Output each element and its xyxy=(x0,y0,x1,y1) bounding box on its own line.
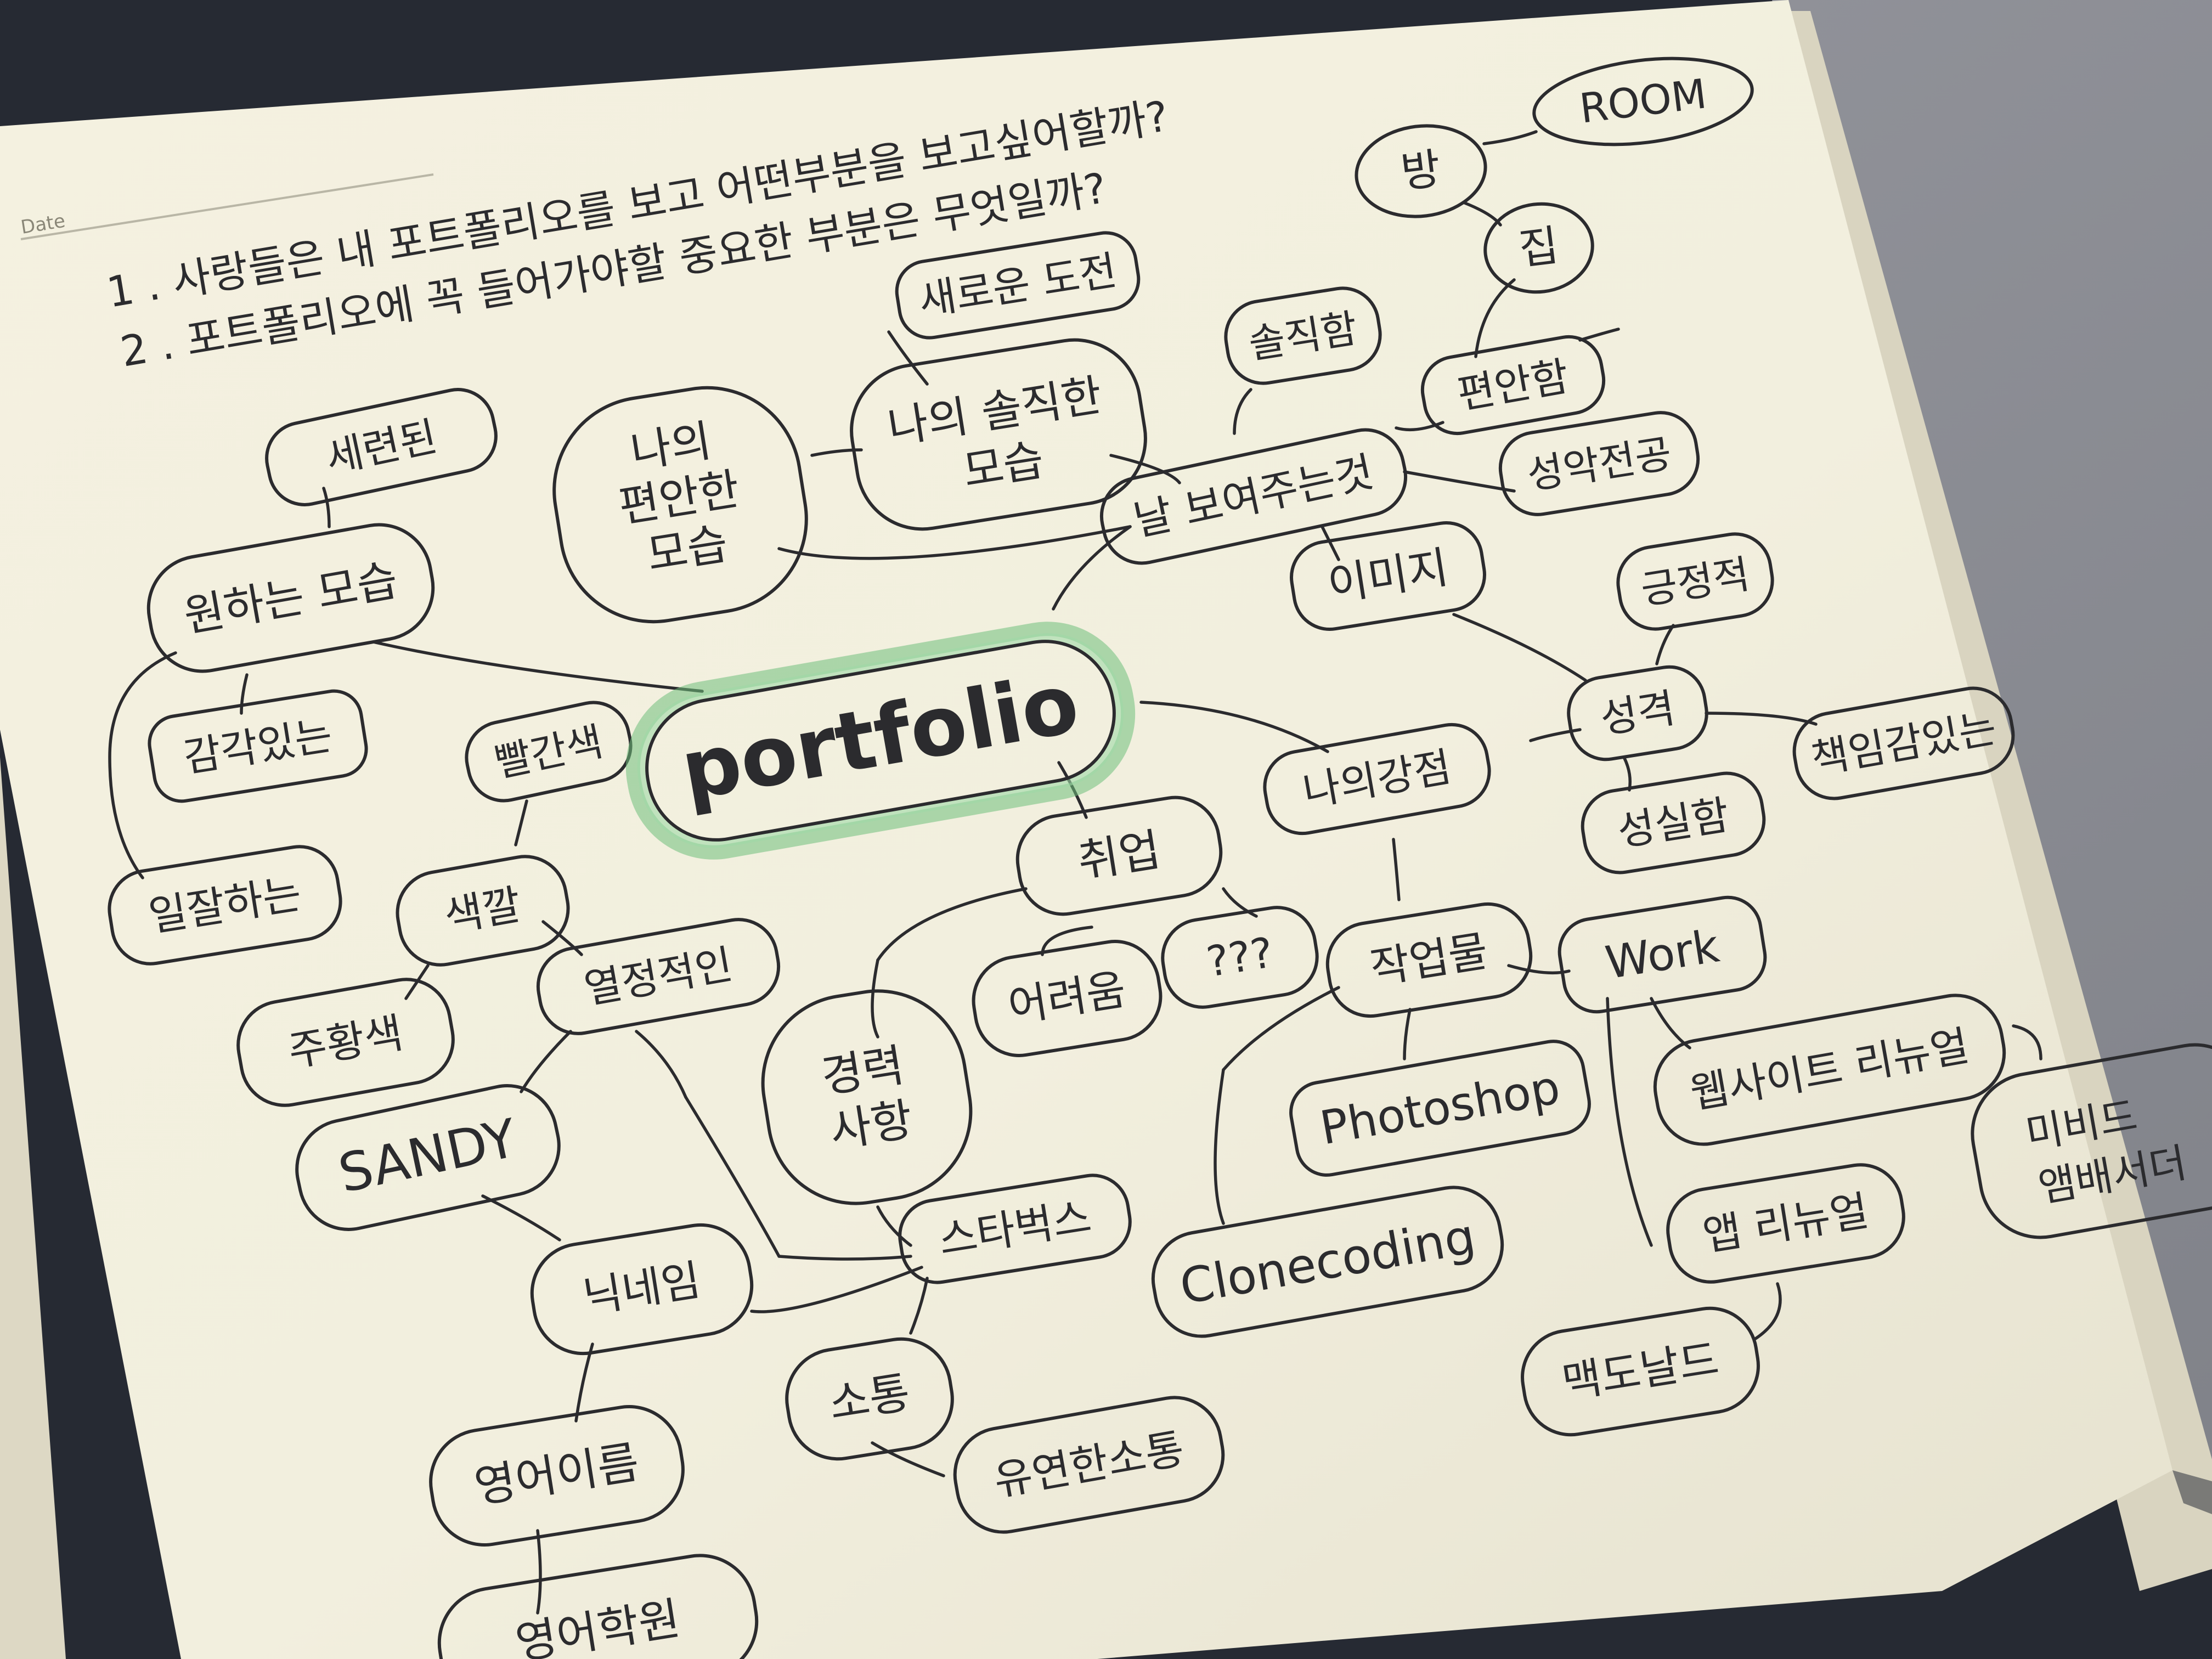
bubble-career: 경력 사항 xyxy=(761,989,973,1205)
left-page xyxy=(0,757,66,1659)
bubble-personality: 성격 xyxy=(1567,665,1708,761)
svg-text:모습: 모습 xyxy=(960,434,1047,497)
svg-text:경력: 경력 xyxy=(818,1039,908,1103)
svg-text:???: ??? xyxy=(1203,928,1276,986)
svg-text:모습: 모습 xyxy=(644,518,731,581)
date-rule xyxy=(20,173,434,240)
svg-text:방: 방 xyxy=(1398,144,1443,198)
page-shadow xyxy=(2172,1470,2212,1514)
bubble-bang: 방 xyxy=(1355,124,1487,218)
svg-text:취업: 취업 xyxy=(1074,824,1164,888)
svg-text:나의: 나의 xyxy=(627,415,715,478)
svg-text:성격: 성격 xyxy=(1597,685,1678,743)
bubble-job: 취업 xyxy=(1015,795,1223,916)
svg-text:사항: 사항 xyxy=(826,1093,916,1158)
svg-text:소통: 소통 xyxy=(826,1367,913,1430)
svg-text:집: 집 xyxy=(1516,221,1561,275)
bubble-comfy-me: 나의 편안한 모습 xyxy=(552,386,808,624)
bubble-communication: 소통 xyxy=(785,1337,954,1461)
bubble-qqq: ??? xyxy=(1161,906,1319,1009)
bubble-jip: 집 xyxy=(1483,202,1594,294)
